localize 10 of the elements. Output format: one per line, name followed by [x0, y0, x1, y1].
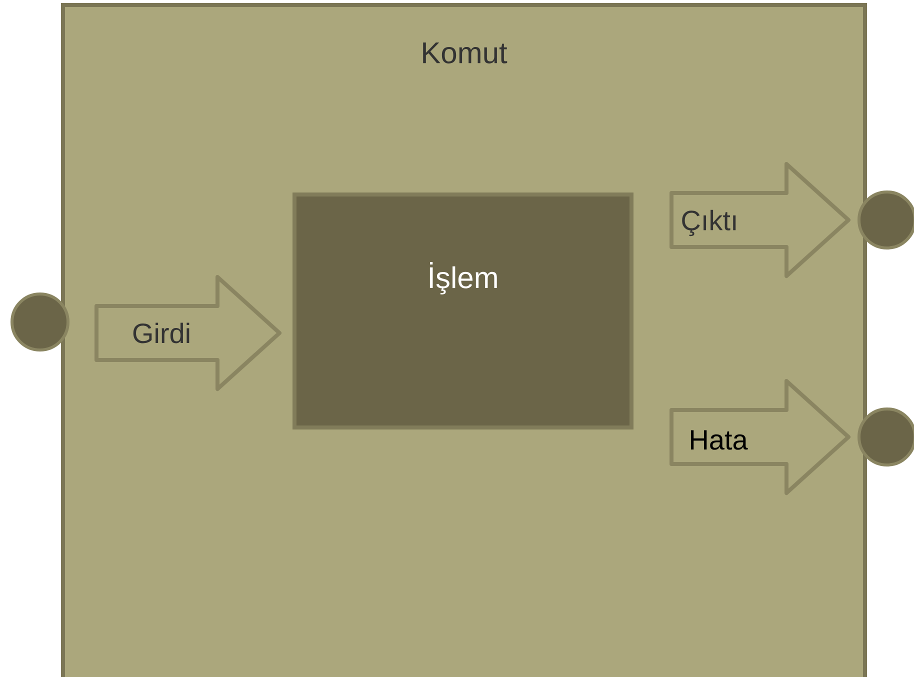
block-arrow [670, 379, 850, 495]
process-box: İşlem [292, 192, 634, 430]
edge-label: Girdi [133, 322, 190, 344]
port-circle [10, 292, 70, 352]
edge-label: Çıktı [682, 210, 736, 236]
edge-label: Hata [691, 430, 748, 450]
port-circle [858, 190, 914, 250]
block-arrow [670, 162, 850, 278]
block-arrow [94, 275, 282, 391]
port-circle [858, 408, 914, 466]
